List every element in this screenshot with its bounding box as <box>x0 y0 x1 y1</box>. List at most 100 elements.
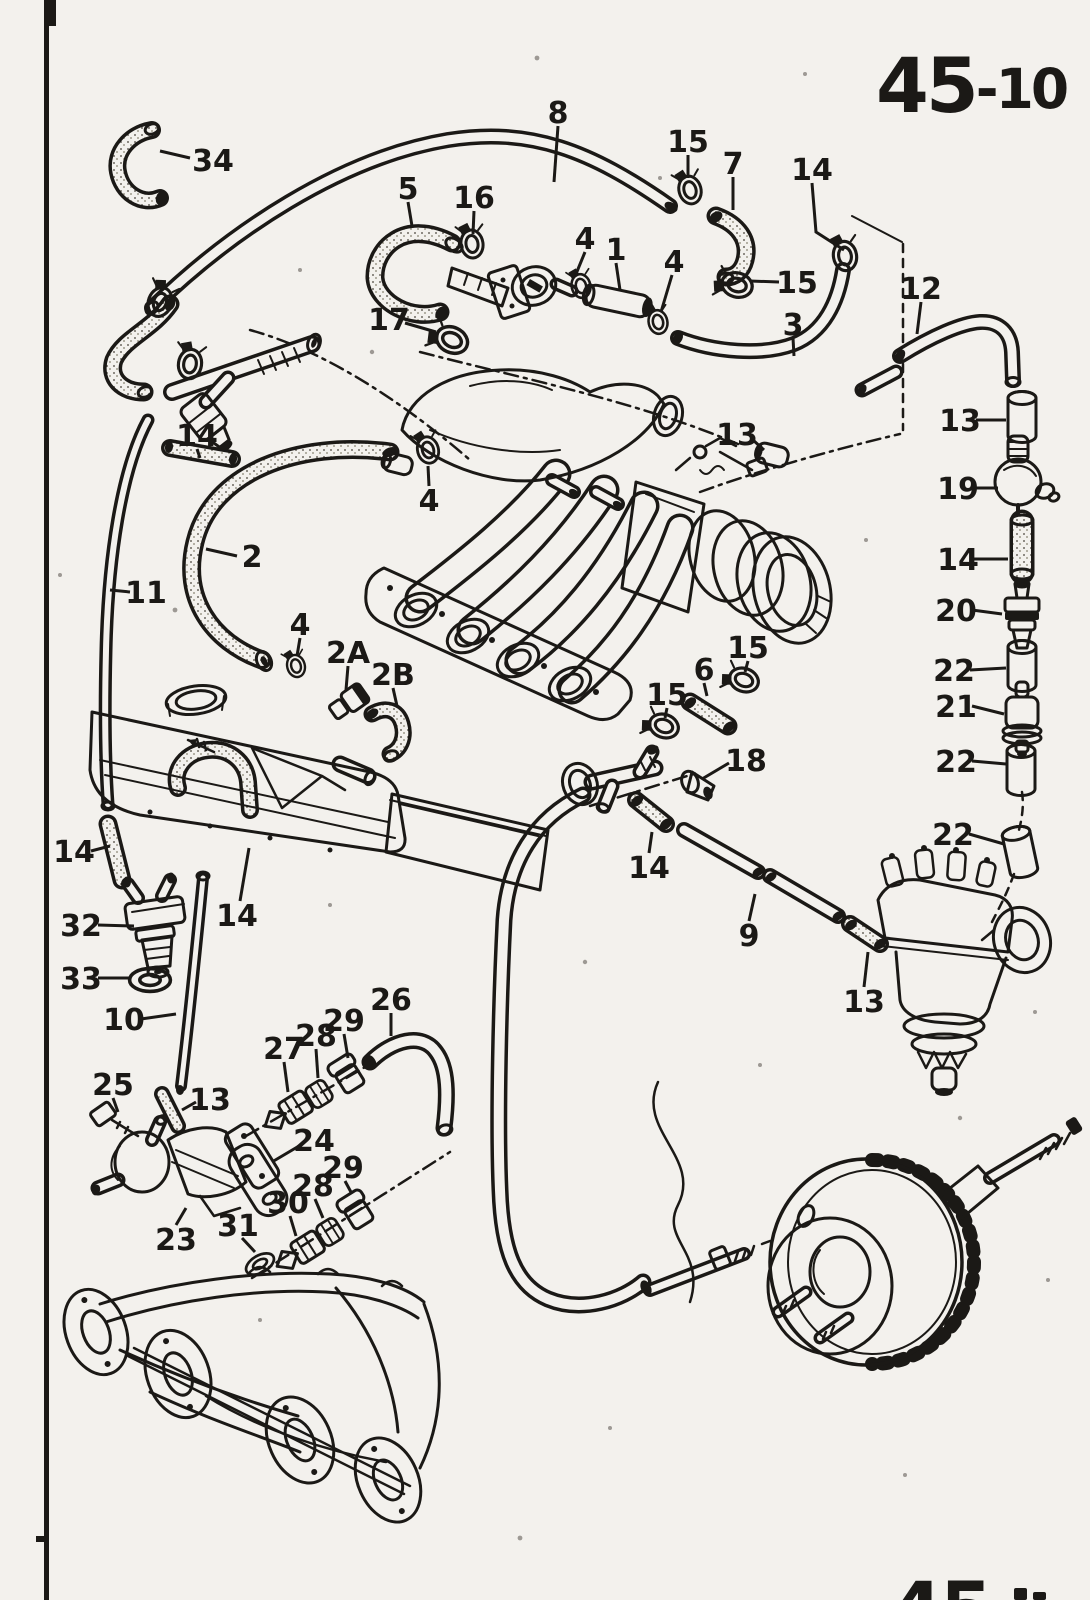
hose-14-left <box>102 818 128 886</box>
part-label-11: 11 <box>125 576 167 611</box>
part-label-4: 4 <box>419 484 440 519</box>
leader-line-24 <box>271 1144 300 1164</box>
part-label-18: 18 <box>725 744 767 779</box>
part-label-6: 6 <box>694 653 715 688</box>
leader-line-2 <box>205 547 238 558</box>
t-fitting-stub-bottom <box>600 782 616 810</box>
leader-line-14 <box>810 182 845 252</box>
leader-line-22 <box>968 832 1005 846</box>
part-label-22: 22 <box>935 745 977 780</box>
part-label-14: 14 <box>53 835 95 870</box>
fitting-2A <box>327 682 371 721</box>
part-label-14: 14 <box>937 543 979 578</box>
egr-snout <box>94 1176 122 1192</box>
leader-line-8 <box>552 125 560 183</box>
leader-line-2A <box>344 665 350 691</box>
leader-line-25 <box>111 1097 120 1113</box>
bolt-25 <box>89 1100 140 1138</box>
part-label-1: 1 <box>606 233 627 268</box>
exhaust-manifold <box>62 1265 441 1524</box>
part-label-2: 2 <box>242 540 263 575</box>
distributor <box>876 845 1053 1096</box>
hose-12-stub <box>858 368 900 394</box>
leader-line-30 <box>288 1215 298 1237</box>
page-number: 45-10 <box>876 41 1067 130</box>
leader-line-13 <box>751 438 766 452</box>
page-border <box>36 0 56 1600</box>
hose-34 <box>111 124 166 206</box>
leader-line-5 <box>406 201 414 227</box>
sensor-32 <box>123 895 187 979</box>
part-label-2A: 2A <box>326 636 371 671</box>
t-fitting-stub-top <box>636 748 656 776</box>
part-label-32: 32 <box>60 909 102 944</box>
leader-line-15 <box>663 707 669 719</box>
leader-line-15 <box>749 279 780 284</box>
part-label-14: 14 <box>791 153 833 188</box>
footer-partial-glyphs <box>1014 1588 1046 1600</box>
leader-line-31 <box>240 1236 257 1254</box>
leader-line-34 <box>159 149 191 160</box>
aux-valve-stub <box>553 281 575 294</box>
part-label-3: 3 <box>783 308 804 343</box>
leader-line-6 <box>702 682 709 697</box>
leader-line-32 <box>97 923 135 928</box>
leader-line-3 <box>791 337 796 357</box>
part-label-13: 13 <box>843 985 885 1020</box>
leader-line-13 <box>862 951 870 988</box>
y-pipe-sensor <box>179 392 233 452</box>
footer-page-number-partial: 45 <box>890 1565 990 1600</box>
leader-line-1 <box>614 262 622 291</box>
part-label-29: 29 <box>322 1151 364 1186</box>
leader-line-29 <box>342 1033 350 1059</box>
leader-line-22 <box>971 759 1007 766</box>
leader-line-16 <box>471 210 476 235</box>
part-label-15: 15 <box>667 125 709 160</box>
sensor-barb-1 <box>124 880 142 902</box>
part-label-23: 23 <box>155 1223 197 1258</box>
part-label-4: 4 <box>575 222 596 257</box>
leader-line-4 <box>659 274 674 313</box>
hose-end-caps <box>91 122 1035 1296</box>
part-label-24: 24 <box>293 1124 335 1159</box>
hose-14-upper-left <box>164 442 238 465</box>
leader-line-14 <box>647 831 654 854</box>
egr-valve-23 <box>110 1122 281 1218</box>
part-label-21: 21 <box>935 690 977 725</box>
booster-pipe-fittings <box>708 1239 772 1271</box>
y-pipe-ribs <box>257 347 301 375</box>
part-label-13: 13 <box>939 404 981 439</box>
leader-line-13 <box>181 1100 197 1112</box>
leader-line-4 <box>426 465 431 487</box>
leader-line-14 <box>195 448 202 459</box>
part-label-8: 8 <box>548 96 569 131</box>
part-label-9: 9 <box>739 919 760 954</box>
scan-noise <box>58 55 1050 1541</box>
hose-13-lower-left <box>157 1089 183 1131</box>
leader-line-28 <box>313 1198 325 1219</box>
stub-near-clamp-4 <box>380 451 414 477</box>
leader-line-15 <box>743 660 750 673</box>
part-label-14: 14 <box>176 419 218 454</box>
leader-line-14 <box>238 847 251 902</box>
leader-line-18 <box>701 761 730 781</box>
part-label-34: 34 <box>192 144 234 179</box>
part-label-17: 17 <box>368 303 410 338</box>
part-label-30: 30 <box>267 1186 309 1221</box>
leader-line-23 <box>174 1207 188 1226</box>
part-label-7: 7 <box>723 147 744 182</box>
hose-8 <box>147 131 675 313</box>
part-label-15: 15 <box>776 266 818 301</box>
sensor-barb-2 <box>158 876 174 900</box>
leader-line-21 <box>971 704 1005 716</box>
leader-line-12 <box>915 301 923 335</box>
part-label-5: 5 <box>398 172 419 207</box>
part-label-29: 29 <box>323 1004 365 1039</box>
part-label-4: 4 <box>290 608 311 643</box>
part-label-22: 22 <box>933 654 975 689</box>
leader-line-22 <box>969 666 1007 672</box>
part-label-15: 15 <box>727 631 769 666</box>
brake-booster <box>766 1117 1083 1371</box>
valve-cover <box>88 684 550 892</box>
